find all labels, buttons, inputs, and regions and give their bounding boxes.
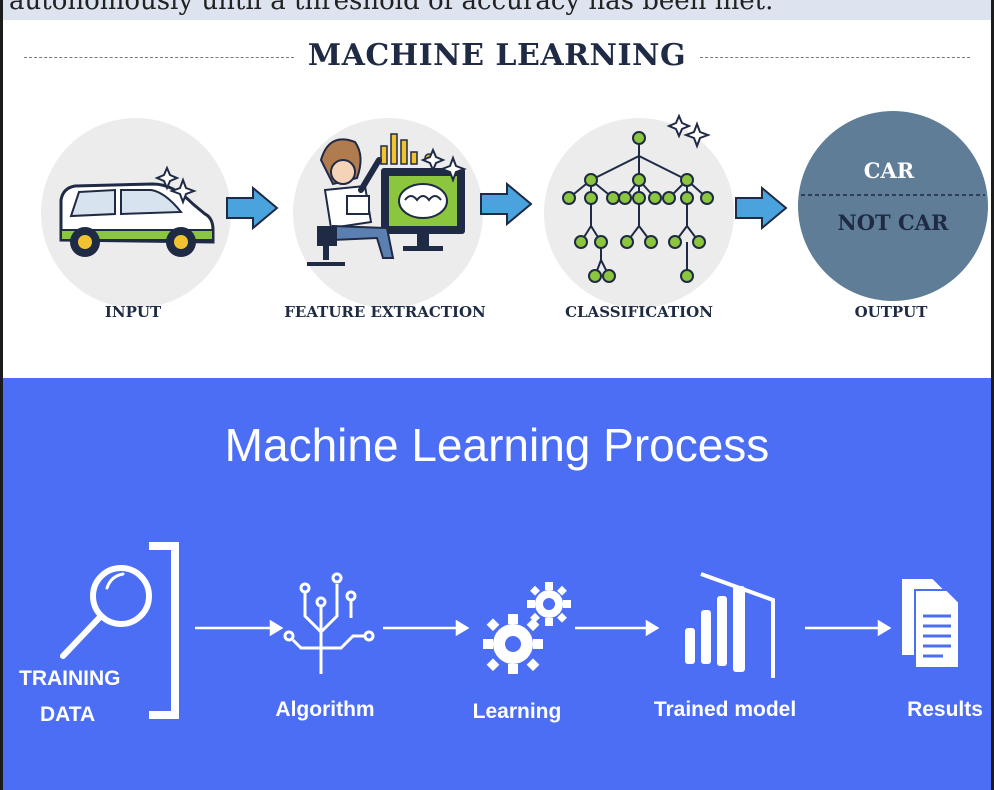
top-caption-strip: autonomously until a threshold of accura… (3, 0, 991, 20)
car-icon (59, 182, 215, 257)
output-circle (798, 111, 988, 301)
step-label-learning: Learning (472, 700, 562, 723)
step-label-algorithm: Algorithm (275, 698, 375, 721)
sparkle-icon (154, 165, 197, 205)
ml-diagram-graphics (41, 111, 988, 308)
stage-label-input: INPUT (104, 303, 162, 321)
ml-title: MACHINE LEARNING (307, 38, 687, 73)
step-label-data: DATA (40, 703, 96, 726)
output-option-car: CAR (863, 158, 915, 183)
stage-label-feature-extraction: FEATURE EXTRACTION (284, 303, 486, 321)
step-label-trained-model: Trained model (653, 698, 797, 721)
algorithm-circuit-icon (283, 572, 375, 674)
training-data-bracket (149, 542, 179, 719)
arrow-icon (383, 619, 470, 637)
title-dash-left (23, 56, 294, 58)
stage-label-output: OUTPUT (854, 303, 928, 321)
arrow-icon (226, 185, 279, 231)
decision-tree-icon (562, 131, 714, 283)
step-label-results: Results (907, 698, 983, 721)
trained-model-chart-icon (685, 572, 775, 678)
arrow-icon (480, 181, 533, 227)
arrow-icon (735, 185, 788, 231)
top-caption: autonomously until a threshold of accura… (9, 0, 774, 16)
documents-icon (900, 577, 960, 669)
gears-icon (483, 582, 571, 674)
arrow-icon (575, 619, 660, 637)
ml-title-row: MACHINE LEARNING (3, 38, 991, 73)
ml-diagram-panel: MACHINE LEARNING (3, 20, 991, 378)
process-title: Machine Learning Process (224, 419, 770, 471)
magnifier-icon (60, 565, 152, 659)
process-diagram-panel: Machine Learning Process (3, 378, 991, 790)
sparkle-icon (666, 113, 711, 149)
process-diagram-graphics (60, 542, 960, 719)
step-label-training: TRAINING (19, 667, 121, 690)
person-at-monitor-icon (307, 133, 467, 266)
title-dash-right (700, 56, 971, 58)
stage-label-classification: CLASSIFICATION (565, 303, 713, 321)
arrow-icon (195, 619, 284, 637)
output-option-not-car: NOT CAR (837, 210, 949, 235)
arrow-icon (805, 619, 892, 637)
